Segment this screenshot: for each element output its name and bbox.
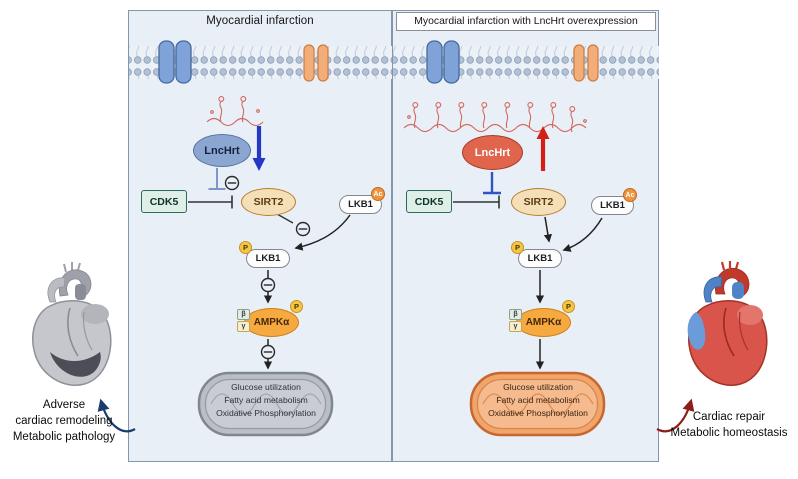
repair-outcome-arrow	[656, 398, 695, 433]
ampk-node-right: AMPKα	[516, 308, 571, 337]
panel-title-right: Myocardial infarction with LncHrt overex…	[396, 12, 656, 31]
sirt2-to-lkb1p-arrow-right	[543, 216, 552, 243]
beta-subunit-badge-right: β	[509, 309, 522, 320]
phospho-badge-lkb1-right: P	[511, 241, 524, 254]
lkb1-acetylated-node-right: LKB1	[591, 196, 634, 215]
cdk5-node-right: CDK5	[406, 190, 452, 213]
mitochondria-function-list-right: Glucose utilization Fatty acid metabolis…	[473, 381, 603, 420]
ion-channel-orange-icon	[303, 44, 329, 82]
lnchrt-inhibition-tbar-right	[483, 172, 501, 195]
panel-title-left: Myocardial infarction	[206, 15, 314, 27]
mito-function-line: Glucose utilization	[503, 382, 573, 392]
mitochondria-inactive-icon	[197, 371, 334, 437]
lkb1-acetylated-node-left: LKB1	[339, 195, 382, 214]
outcome-line: Cardiac repair	[692, 411, 766, 423]
mitochondria-function-list-left: Glucose utilization Fatty acid metabolis…	[201, 381, 331, 420]
lnchrt-node-left: LncHrt	[193, 134, 251, 167]
minus-circle-icon	[224, 175, 240, 191]
ion-channel-blue-icon	[158, 40, 192, 84]
gamma-subunit-badge-left: γ	[237, 321, 250, 332]
cdk5-node-left: CDK5	[141, 190, 187, 213]
acetyl-badge-right: Ac	[623, 188, 637, 202]
cdk5-inhibits-sirt2-tbar-left	[188, 195, 233, 209]
healthy-heart-icon	[687, 261, 768, 386]
ion-channel-orange-icon	[573, 44, 599, 82]
lnchrt-down-arrow-icon	[252, 126, 266, 171]
gamma-subunit-badge-right: γ	[509, 321, 522, 332]
lnchrt-inhibition-tbar-left	[208, 168, 226, 190]
lkb1-phospho-node-left: LKB1	[246, 249, 290, 268]
mito-function-line: Fatty acid metabolism	[496, 395, 580, 405]
mito-function-line: Fatty acid metabolism	[224, 395, 308, 405]
sirt2-node-left: SIRT2	[241, 188, 296, 216]
mito-function-line: Glucose utilization	[231, 382, 301, 392]
outcome-line: cardiac remodeling	[15, 415, 113, 427]
phospho-badge-ampk-left: P	[290, 300, 303, 313]
rna-chain-left-icon	[206, 96, 264, 127]
phospho-badge-lkb1-left: P	[239, 241, 252, 254]
outcome-line: Adverse	[42, 399, 86, 411]
outcome-line: Metabolic pathology	[12, 431, 116, 443]
mito-function-line: Oxidative Phosphorylation	[488, 408, 588, 418]
minus-circle-icon	[295, 221, 311, 237]
mitochondria-active-icon	[469, 371, 606, 437]
phospho-badge-ampk-right: P	[562, 300, 575, 313]
acetyl-badge-left: Ac	[371, 187, 385, 201]
ampk-node-left: AMPKα	[244, 308, 299, 337]
beta-subunit-badge-left: β	[237, 309, 250, 320]
outcome-text-adverse: Adverse cardiac remodeling Metabolic pat…	[4, 397, 124, 445]
cell-membrane-right-icon	[393, 40, 659, 84]
ion-channel-blue-icon	[426, 40, 460, 84]
minus-circle-icon	[260, 344, 276, 360]
lkb1ac-to-lkb1p-arrow-right	[562, 217, 603, 252]
mito-function-line: Oxidative Phosphorylation	[216, 408, 316, 418]
cdk5-inhibits-sirt2-tbar-right	[453, 195, 500, 209]
failing-heart-icon	[32, 262, 112, 386]
sirt2-deacetylation-line-left	[276, 213, 294, 224]
minus-circle-icon	[260, 277, 276, 293]
lkb1-phospho-node-right: LKB1	[518, 249, 562, 268]
lnchrt-up-arrow-icon	[536, 126, 550, 171]
cell-membrane-left-icon	[129, 40, 392, 84]
outcome-line: Metabolic homeostasis	[670, 427, 788, 439]
rna-chain-right-icon	[403, 102, 587, 133]
adverse-outcome-arrow	[97, 398, 136, 433]
outcome-text-repair: Cardiac repair Metabolic homeostasis	[664, 409, 794, 441]
lnchrt-node-right: LncHrt	[462, 135, 523, 170]
lkb1ac-to-lkb1p-arrow-left	[294, 214, 351, 251]
sirt2-node-right: SIRT2	[511, 188, 566, 216]
